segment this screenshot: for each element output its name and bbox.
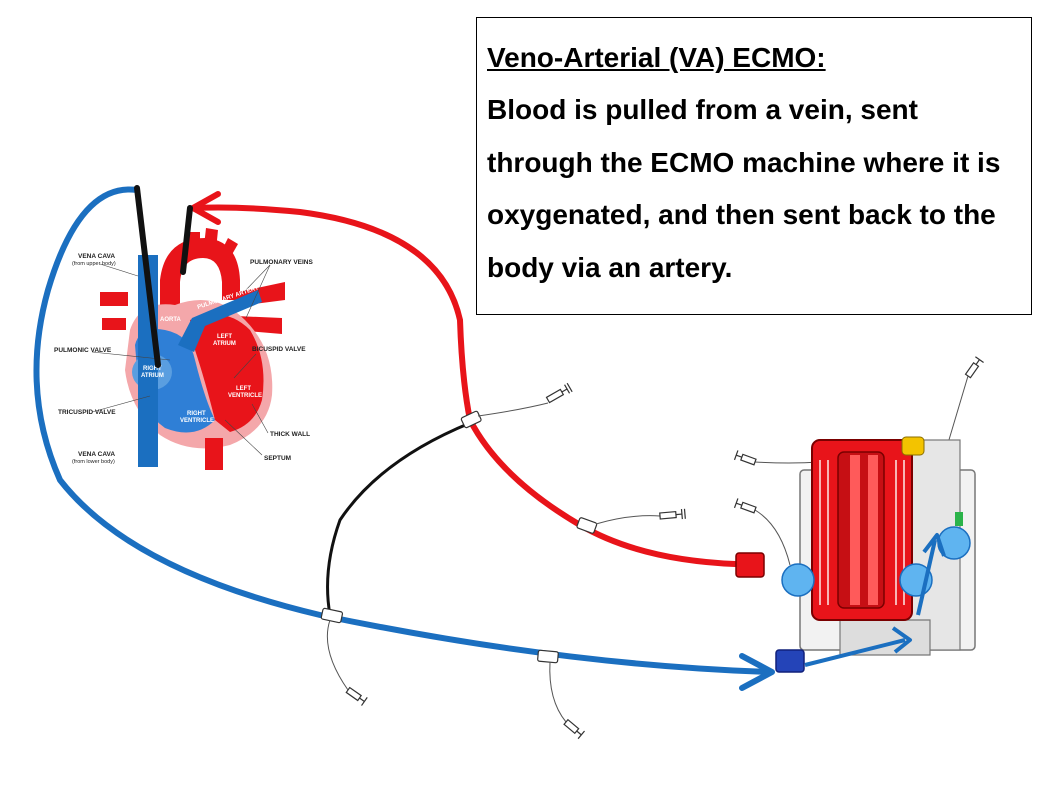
label-aorta: AORTA <box>160 317 182 323</box>
label-right-ventricle-1: RIGHT <box>187 411 206 417</box>
label-right-atrium-1: RIGHT <box>143 366 162 372</box>
pulmonary-artery <box>178 290 262 352</box>
label-vena-cava-lower: VENA CAVA <box>78 451 115 458</box>
pulmonary-vein-left-lower <box>102 318 126 330</box>
info-box: Veno-Arterial (VA) ECMO: Blood is pulled… <box>476 17 1032 315</box>
sampling-lines <box>326 375 969 723</box>
internal-flow-arrow-1 <box>804 638 906 667</box>
label-left-ventricle-2: VENTRICLE <box>228 393 262 399</box>
venous-inlet-port <box>775 649 805 673</box>
connector-blue-right <box>537 649 559 664</box>
label-bicuspid-valve: BICUSPID VALVE <box>252 346 306 353</box>
flow-sensor-1 <box>781 563 815 597</box>
bridge-tube <box>326 421 471 616</box>
pulmonary-vein-left-upper <box>100 292 128 306</box>
label-left-ventricle-1: LEFT <box>236 386 251 392</box>
label-right-ventricle-2: VENTRICLE <box>180 418 214 424</box>
connector-red-lower <box>576 517 598 534</box>
label-right-atrium-2: ATRIUM <box>141 373 164 379</box>
info-body: Blood is pulled from a vein, sent throug… <box>487 94 1001 283</box>
label-tricuspid-valve: TRICUSPID VALVE <box>58 409 116 416</box>
venous-arrowhead <box>739 653 775 691</box>
label-left-atrium-1: LEFT <box>217 334 232 340</box>
arterial-outlet-port <box>735 552 765 578</box>
heart-illustration: VENA CAVA (from upper body) PULMONARY VE… <box>54 228 314 470</box>
label-left-atrium-2: ATRIUM <box>213 341 236 347</box>
label-pulmonary-veins: PULMONARY VEINS <box>250 259 314 266</box>
internal-flow-arrow-2 <box>916 539 937 616</box>
connector-blue-left <box>320 607 344 624</box>
oxygenator-cap <box>901 436 925 456</box>
descending-aorta <box>205 438 223 470</box>
label-vena-cava-upper: VENA CAVA <box>78 253 115 260</box>
arterial-cannula <box>180 205 193 275</box>
label-pulmonic-valve: PULMONIC VALVE <box>54 347 112 354</box>
left-chambers <box>190 314 264 432</box>
connector-red-upper <box>460 410 482 429</box>
ecmo-machine <box>735 436 976 673</box>
syringe-icons <box>345 356 984 740</box>
label-vena-cava-upper-sub: (from upper body) <box>72 261 116 267</box>
label-vena-cava-lower-sub: (from lower body) <box>72 459 115 465</box>
label-thick-wall: THICK WALL <box>270 431 310 438</box>
label-septum: SEPTUM <box>264 455 291 462</box>
info-title: Veno-Arterial (VA) ECMO: <box>487 42 826 73</box>
venous-cannula <box>134 185 161 368</box>
arterial-return-tube <box>192 204 738 567</box>
